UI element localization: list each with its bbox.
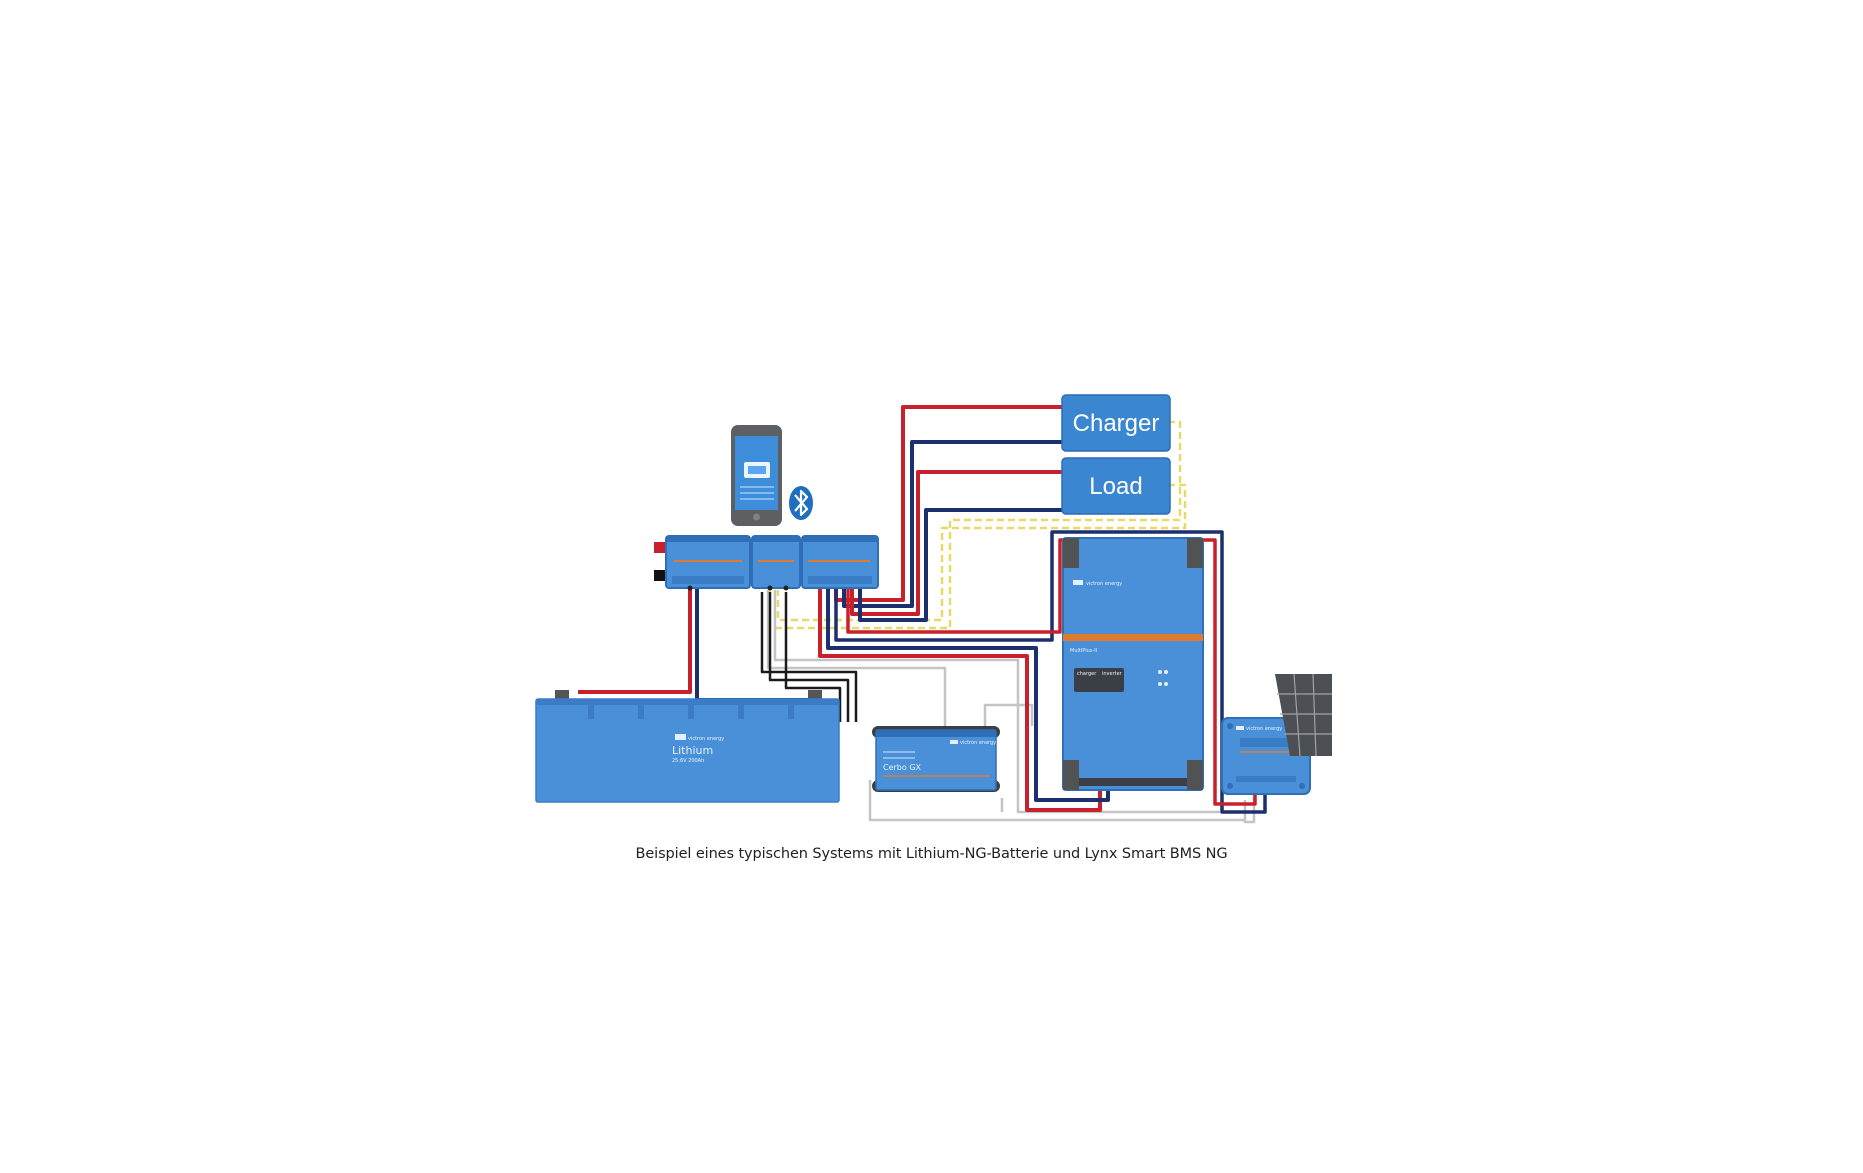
- inverter-negative-wire: [826, 588, 1110, 802]
- battery-comm-wires: [760, 592, 858, 722]
- load-positive-wire: [850, 470, 1065, 616]
- svg-text:charger: charger: [1077, 671, 1097, 677]
- charger-box: Charger: [1061, 394, 1171, 452]
- load-box: Load: [1061, 457, 1171, 515]
- inverter-top-negative-wire: [834, 530, 1267, 814]
- diagram-caption: Beispiel eines typischen Systems mit Lit…: [635, 846, 1228, 862]
- cerbo-gx: victron energy Cerbo GX: [872, 726, 1000, 792]
- svg-text:victron energy: victron energy: [960, 740, 996, 746]
- bluetooth-icon: [789, 486, 813, 520]
- wires: [578, 405, 1267, 824]
- charger-label: Charger: [1073, 410, 1160, 437]
- svg-text:inverter: inverter: [1102, 671, 1123, 677]
- lynx-smart-bms: [654, 535, 879, 591]
- svg-text:MultiPlus-II: MultiPlus-II: [1070, 648, 1097, 654]
- lithium-battery: victron energy Lithium 25.6V 200Ah: [535, 690, 840, 803]
- battery-positive-wire: [578, 588, 692, 694]
- smartphone-icon: [731, 425, 782, 526]
- solar-panel-icon: [1275, 673, 1332, 757]
- multiplus-inverter: victron energy MultiPlus-II charger inve…: [1062, 537, 1204, 791]
- svg-text:victron energy: victron energy: [1246, 726, 1282, 732]
- gx-label: Cerbo GX: [883, 763, 922, 772]
- load-label: Load: [1089, 473, 1142, 500]
- battery-spec: 25.6V 200Ah: [672, 758, 704, 764]
- svg-text:victron energy: victron energy: [688, 736, 724, 742]
- load-negative-wire: [858, 508, 1065, 622]
- svg-text:victron energy: victron energy: [1086, 581, 1122, 587]
- inverter-positive-wire: [818, 588, 1102, 812]
- charger-negative-wire: [842, 440, 1065, 608]
- battery-label: Lithium: [672, 744, 713, 757]
